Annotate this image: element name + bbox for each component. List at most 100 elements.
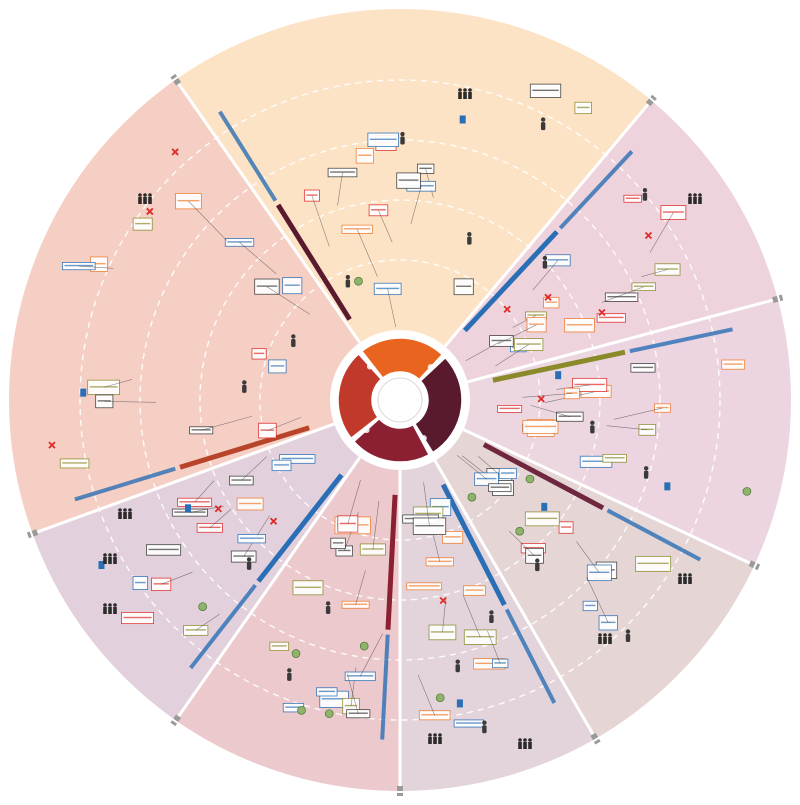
globe-icon [297,705,306,715]
warning-icon [598,308,606,317]
sector-subtitle-bar-4 [606,508,702,562]
content-box-text-line [179,501,210,503]
connector-line [601,286,644,303]
group-icon [138,193,142,197]
person-icon [540,117,546,122]
document-icon [184,504,191,513]
sector-title-bar-2 [462,230,559,333]
person-icon-body [345,279,351,288]
connector-line [586,576,609,623]
content-box-text-line [444,536,461,538]
warning-icon [171,148,179,156]
content-box-text-line [576,106,590,109]
connector-line [462,594,481,638]
content-box-text-line [284,284,300,286]
group-icon [148,193,152,197]
person-icon-body [540,122,546,131]
content-box-text-line [253,352,265,355]
content-box-text-line [408,185,434,187]
person-icon [287,668,292,673]
sector-subtitle-bar-2 [558,149,634,230]
group-icon [108,603,112,607]
content-box-text-line [566,392,578,394]
sector-divider-7 [173,456,362,722]
warning-icon [146,207,154,216]
hub-arrow-marker [420,435,427,442]
connector-line [495,344,529,367]
content-box-text-line [97,400,111,402]
globe-icon [359,641,369,651]
person-icon-body [535,563,540,572]
document-icon [664,482,671,491]
group-icon-body [103,557,107,564]
group-icon [128,508,132,512]
content-box-text-line [465,589,484,591]
content-box-text-line [547,259,569,261]
connector-line [417,674,435,716]
globe-icon [354,276,363,286]
globe-icon [515,526,525,536]
connector-line [356,229,378,277]
group-icon [528,738,532,742]
person-icon [489,610,494,615]
connector-line [372,500,380,550]
person-icon-body [455,664,460,673]
connector-line [239,242,277,274]
group-icon [103,553,107,557]
document-icon [80,388,87,397]
connector-line [267,417,302,431]
content-box-text-line [199,526,221,529]
connector-line [530,405,570,417]
sector-divider-1 [173,78,362,344]
content-box-text-line [523,546,544,549]
group-icon [143,193,147,197]
group-icon [693,193,697,197]
warning-icon [439,596,447,605]
globe-icon [742,487,752,496]
group-icon-body [683,577,687,584]
node-group [48,83,752,734]
sector-outer-band-upper-left [7,78,286,535]
group-icon-body [123,512,127,519]
warning-icon [644,231,653,240]
person-icon [590,420,595,426]
warning-icon [269,517,278,525]
group-icon [688,193,692,197]
group-icon [438,733,442,737]
content-box-text-line [524,425,556,428]
content-box-text-line [558,415,582,417]
content-box-text-line [239,502,262,505]
connector-line [432,534,441,562]
group-icon-body [693,197,697,204]
person-icon-body [542,260,548,269]
group-icon [608,633,612,637]
connector-line [161,571,193,585]
connector-line [465,340,502,362]
rim-tick-3 [772,294,784,303]
hub-arrow-marker [366,363,373,370]
connector-line [209,509,231,529]
connector-line [410,186,422,224]
connector-line [442,599,447,633]
dashed-ring-4 [79,79,721,721]
sector-title-bar-4 [482,442,605,511]
globe-icon [291,649,301,658]
sector-divider-8 [31,422,335,536]
content-box-text-line [270,365,285,367]
content-box-text-line [545,301,557,303]
person-icon-body [625,634,631,643]
connector-line [641,269,668,277]
group-icon-body [698,197,702,204]
rim-tick-7 [170,714,182,727]
person-icon [400,131,405,137]
content-box-text-line [490,486,510,488]
content-box-text-line [529,323,545,325]
connector-line [359,633,384,677]
content-box-text-line [239,537,264,539]
warning-icon [214,505,222,513]
content-box-text-line [306,194,318,196]
group-icon-cluster [103,88,702,749]
content-box-text-line [499,407,520,410]
connector-line [355,570,366,605]
